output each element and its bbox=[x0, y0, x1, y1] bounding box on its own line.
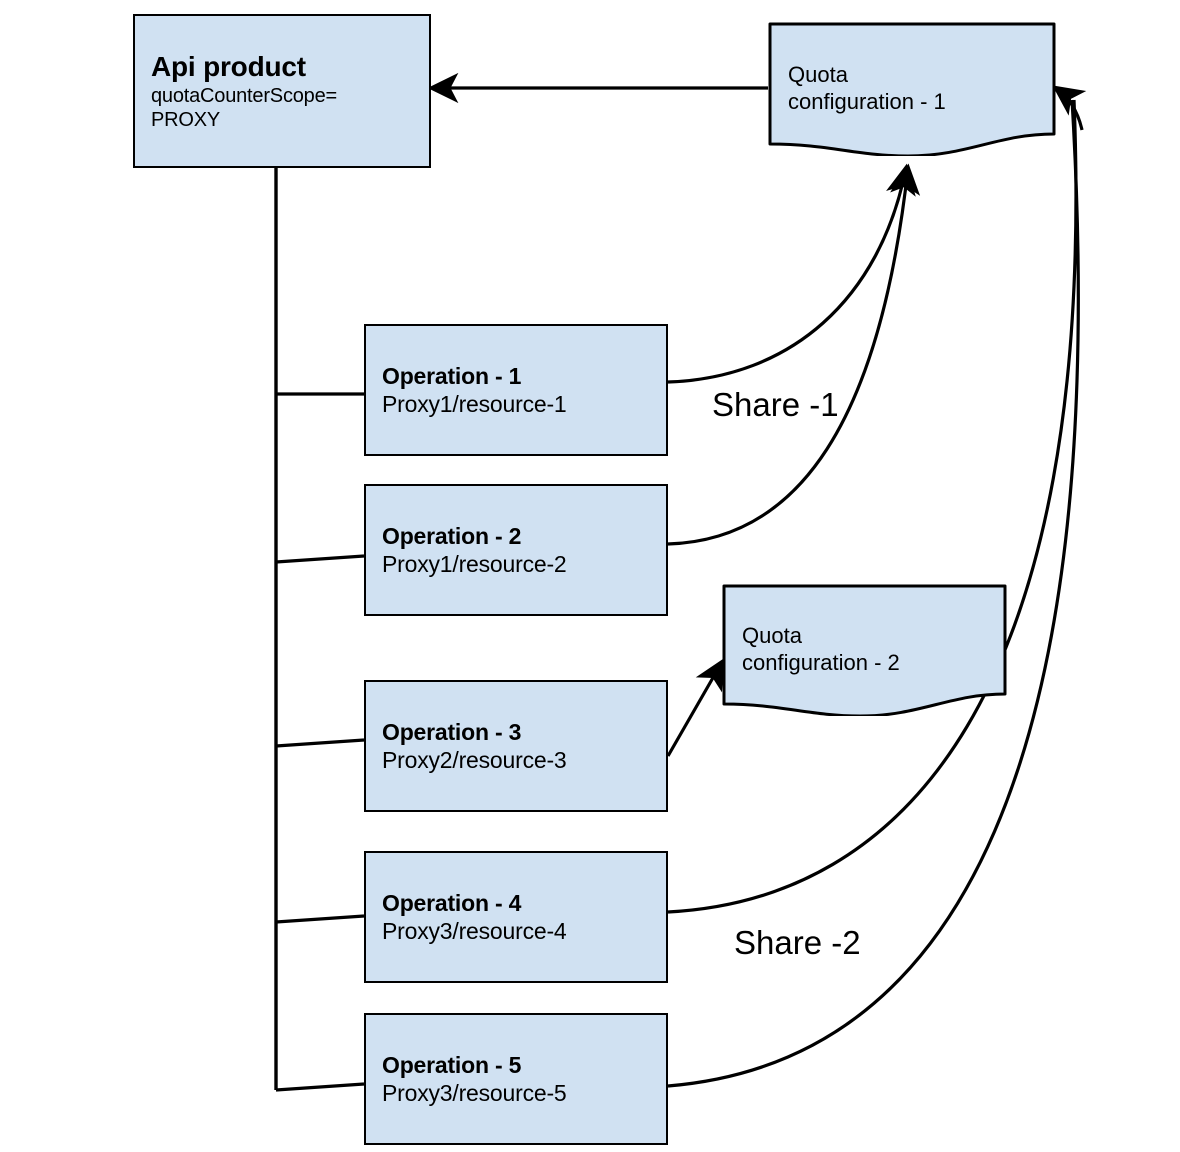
api-product-title: Api product bbox=[151, 51, 306, 83]
quota-configuration-1-line-2: configuration - 1 bbox=[788, 89, 946, 114]
operation-2-path: Proxy1/resource-2 bbox=[382, 551, 567, 577]
node-api-product[interactable]: Api product quotaCounterScope= PROXY bbox=[133, 14, 431, 168]
node-quota-configuration-1[interactable]: Quota configuration - 1 bbox=[768, 22, 1056, 156]
quota-configuration-1-line-1: Quota bbox=[788, 62, 848, 88]
operation-5-path: Proxy3/resource-5 bbox=[382, 1080, 567, 1106]
quota-configuration-2-line-1: Quota bbox=[742, 623, 802, 649]
operation-4-path: Proxy3/resource-4 bbox=[382, 918, 567, 944]
edge-op3-to-quota2 bbox=[666, 658, 725, 757]
edge-op2-to-quota1 bbox=[667, 163, 921, 546]
edge-op4-to-quota1 bbox=[667, 99, 1078, 914]
node-quota-configuration-2[interactable]: Quota configuration - 2 bbox=[722, 584, 1007, 716]
branch-op-5 bbox=[275, 1082, 365, 1092]
edge-op5-to-quota1 bbox=[667, 99, 1080, 1088]
node-operation-3[interactable]: Operation - 3 Proxy2/resource-3 bbox=[364, 680, 668, 812]
api-product-attribute-line-2: PROXY bbox=[151, 108, 221, 131]
operation-4-title: Operation - 4 bbox=[382, 889, 522, 916]
node-operation-1[interactable]: Operation - 1 Proxy1/resource-1 bbox=[364, 324, 668, 456]
operation-3-path: Proxy2/resource-3 bbox=[382, 747, 567, 773]
document-shape-icon bbox=[768, 22, 1056, 156]
operation-3-title: Operation - 3 bbox=[382, 718, 522, 745]
edge-op1-to-quota1 bbox=[667, 163, 916, 384]
branch-op-3 bbox=[275, 738, 365, 748]
node-operation-4[interactable]: Operation - 4 Proxy3/resource-4 bbox=[364, 851, 668, 983]
edge-label-share-2: Share -2 bbox=[734, 924, 861, 961]
quota-configuration-2-line-2: configuration - 2 bbox=[742, 650, 900, 675]
operation-1-path: Proxy1/resource-1 bbox=[382, 391, 567, 417]
operation-5-title: Operation - 5 bbox=[382, 1051, 522, 1078]
document-shape-icon bbox=[722, 584, 1007, 716]
arrowhead-share2-into-quota1 bbox=[1052, 85, 1087, 131]
operation-2-title: Operation - 2 bbox=[382, 522, 522, 549]
operation-1-title: Operation - 1 bbox=[382, 362, 522, 389]
node-operation-5[interactable]: Operation - 5 Proxy3/resource-5 bbox=[364, 1013, 668, 1145]
branch-op-2 bbox=[275, 554, 365, 564]
node-operation-2[interactable]: Operation - 2 Proxy1/resource-2 bbox=[364, 484, 668, 616]
api-product-attribute-line-1: quotaCounterScope= bbox=[151, 85, 337, 108]
edge-label-share-1: Share -1 bbox=[712, 386, 839, 423]
branch-op-4 bbox=[275, 914, 365, 924]
